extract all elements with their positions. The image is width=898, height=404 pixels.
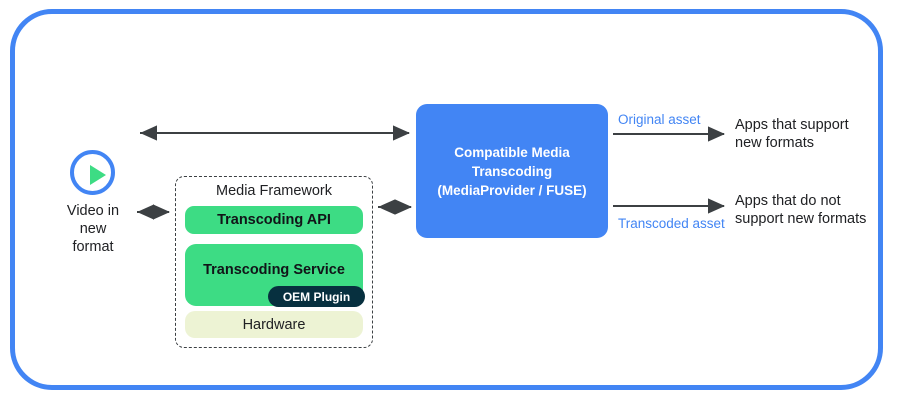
compatible-media-transcoding-box[interactable]: Compatible Media Transcoding (MediaProvi… <box>416 104 608 238</box>
label-apps-not-supporting-new-formats: Apps that do not support new formats <box>735 193 867 227</box>
media-framework-container <box>175 176 373 348</box>
badge-oem-plugin[interactable]: OEM Plugin <box>268 286 365 307</box>
play-triangle-icon <box>90 165 106 185</box>
layer-hardware[interactable]: Hardware <box>185 311 363 338</box>
outer-frame-border <box>10 9 883 390</box>
label-apps-supporting-new-formats: Apps that support new formats <box>735 117 849 151</box>
play-circle-icon <box>70 150 115 195</box>
label-original-asset: Original asset <box>618 112 701 127</box>
layer-transcoding-api[interactable]: Transcoding API <box>185 206 363 234</box>
media-framework-title: Media Framework <box>215 183 333 199</box>
label-transcoded-asset: Transcoded asset <box>618 216 725 231</box>
video-source-caption: Video in new format <box>66 203 120 255</box>
